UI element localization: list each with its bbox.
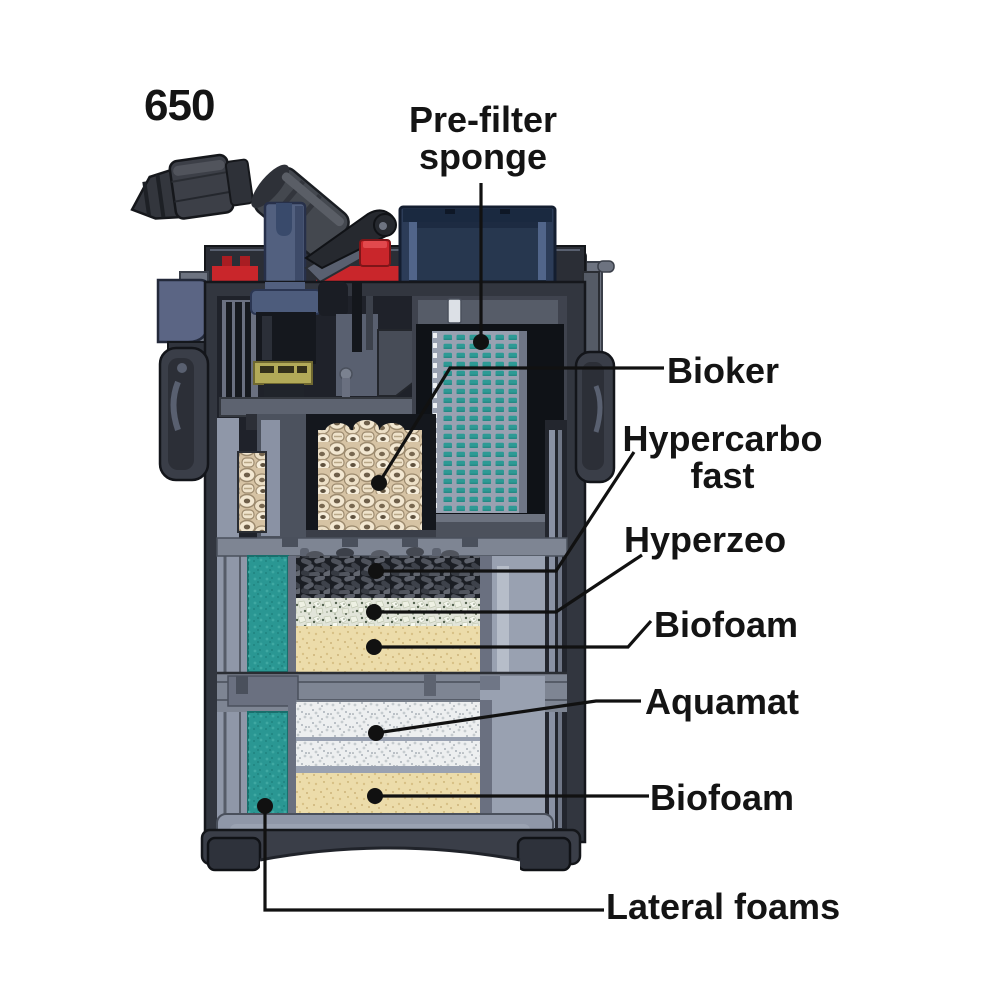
left-clamp bbox=[158, 346, 210, 482]
leader-lateral-foams bbox=[263, 806, 604, 912]
label-hyperzeo: Hyperzeo bbox=[624, 519, 787, 560]
right-clamp bbox=[574, 350, 616, 484]
leader-dots bbox=[257, 334, 489, 814]
bioker-ceramic-rings bbox=[318, 430, 422, 532]
label-aquamat: Aquamat bbox=[645, 681, 800, 722]
sponge-handle-tab bbox=[447, 298, 462, 324]
label-pre-filter-line1: Pre-filter bbox=[408, 99, 558, 140]
leader-hyperzeo bbox=[374, 553, 643, 614]
leader-lines bbox=[263, 183, 664, 912]
label-hypercarbo-line1: Hypercarbo bbox=[622, 418, 823, 459]
label-bioker: Bioker bbox=[667, 350, 780, 391]
hose-connector bbox=[130, 153, 254, 220]
red-shutoff-knob bbox=[359, 239, 391, 267]
prefilter-box bbox=[398, 205, 557, 294]
label-pre-filter-sponge: Pre-filter sponge bbox=[368, 101, 598, 175]
foot-right bbox=[516, 836, 572, 872]
bioker-side-pocket bbox=[237, 451, 267, 533]
prefilter-sponge-texture bbox=[439, 333, 523, 511]
leader-aquamat bbox=[375, 699, 641, 735]
label-pre-filter-line2: sponge bbox=[418, 136, 547, 177]
leader-hypercarbo bbox=[376, 451, 636, 573]
label-hypercarbo-fast: Hypercarbo fast bbox=[615, 420, 830, 494]
canister-base bbox=[200, 813, 582, 872]
label-biofoam-bottom: Biofoam bbox=[650, 777, 794, 818]
leader-biofoam-top bbox=[374, 619, 653, 649]
foot-left bbox=[206, 836, 262, 872]
label-hypercarbo-line2: fast bbox=[690, 455, 755, 496]
label-biofoam-top: Biofoam bbox=[654, 604, 798, 645]
model-number-label: 650 bbox=[144, 81, 215, 130]
bioker-chamber bbox=[217, 414, 436, 540]
label-lateral-foams: Lateral foams bbox=[606, 886, 841, 927]
leader-bioker bbox=[377, 366, 664, 484]
impeller-plate bbox=[253, 361, 313, 385]
red-gasket-left bbox=[212, 266, 258, 282]
upper-basket bbox=[247, 547, 545, 673]
lower-basket bbox=[247, 690, 545, 830]
prefilter-sponge-chamber bbox=[412, 296, 567, 542]
